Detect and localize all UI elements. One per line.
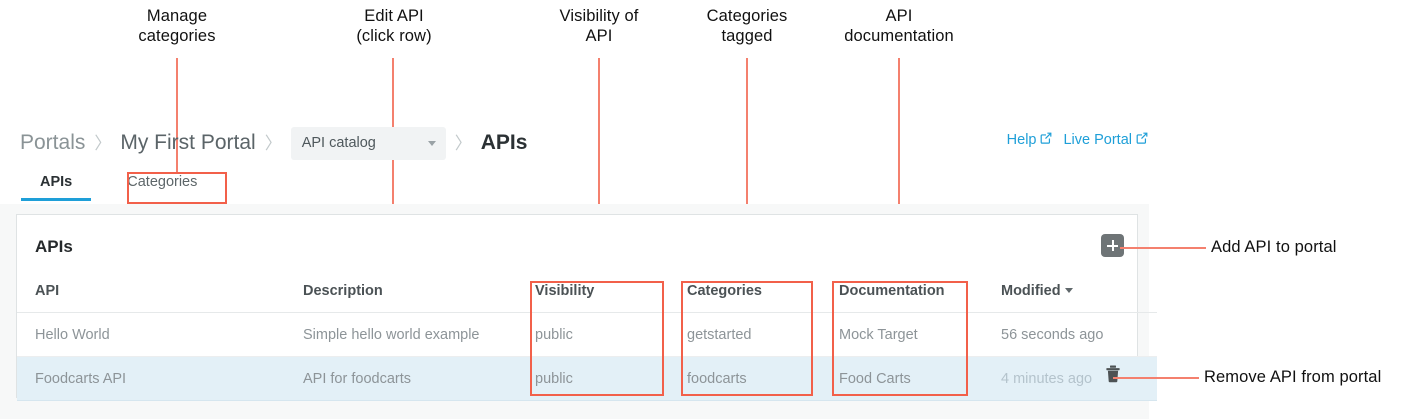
plus-icon [1107, 240, 1118, 251]
catalog-select[interactable]: API catalog [290, 126, 446, 160]
leader-line-remove-api [1113, 377, 1199, 379]
breadcrumb-separator-icon: 〉 [454, 133, 472, 153]
cell-api: Foodcarts API [17, 356, 303, 401]
live-portal-link-label: Live Portal [1063, 132, 1132, 148]
tab-bar: APIs Categories [0, 170, 1149, 205]
callout-add-api-to-portal: Add API to portal [1211, 238, 1337, 256]
cell-categories: getstarted [687, 312, 839, 357]
breadcrumb-separator-icon: 〉 [264, 133, 282, 153]
trash-icon [1106, 365, 1120, 383]
cell-documentation: Food Carts [839, 356, 1001, 401]
add-api-button[interactable] [1101, 234, 1124, 257]
callout-visibility-of-api: Visibility of API [559, 7, 639, 46]
tab-categories[interactable]: Categories [127, 174, 198, 190]
column-header-modified-label: Modified [1001, 283, 1061, 299]
cell-description: Simple hello world example [303, 312, 535, 357]
table-row[interactable]: Hello World Simple hello world example p… [17, 312, 1157, 357]
callout-remove-api-from-portal: Remove API from portal [1204, 368, 1382, 386]
table-header-row: API Description Visibility Categories Do… [17, 283, 1157, 313]
help-link[interactable]: Help [1007, 132, 1053, 148]
breadcrumb-item-apis: APIs [480, 131, 528, 154]
callout-edit-api: Edit API (click row) [356, 7, 432, 46]
cell-api: Hello World [17, 312, 303, 357]
column-header-categories[interactable]: Categories [687, 283, 839, 313]
apis-table: API Description Visibility Categories Do… [17, 283, 1157, 401]
cell-categories: foodcarts [687, 356, 839, 401]
cell-documentation: Mock Target [839, 312, 1001, 357]
cell-modified: 56 seconds ago [1001, 312, 1157, 357]
column-header-api[interactable]: API [17, 283, 303, 313]
apis-card: APIs API Description Visibility Categori… [16, 214, 1157, 401]
remove-api-button[interactable] [1105, 365, 1121, 383]
column-header-documentation[interactable]: Documentation [839, 283, 1001, 313]
cell-visibility: public [535, 312, 687, 357]
table-row[interactable]: Foodcarts API API for foodcarts public f… [17, 356, 1157, 401]
external-link-icon [1040, 132, 1052, 148]
breadcrumb-item-my-first-portal[interactable]: My First Portal [120, 131, 256, 154]
leader-line-categories [746, 58, 748, 281]
sort-descending-icon [1064, 288, 1073, 293]
leader-line-documentation [898, 58, 900, 281]
cell-description: API for foodcarts [303, 356, 535, 401]
breadcrumb-item-portals[interactable]: Portals [20, 131, 86, 154]
leader-line-manage-categories [176, 58, 178, 172]
callout-manage-categories: Manage categories [138, 7, 216, 46]
column-header-visibility[interactable]: Visibility [535, 283, 687, 313]
callout-categories-tagged: Categories tagged [706, 7, 788, 46]
leader-line-add-api [1120, 247, 1206, 249]
callout-api-documentation: API documentation [844, 7, 954, 46]
live-portal-link[interactable]: Live Portal [1063, 132, 1148, 148]
tab-apis[interactable]: APIs [20, 170, 92, 201]
column-header-modified[interactable]: Modified [1001, 283, 1157, 313]
column-header-description[interactable]: Description [303, 283, 535, 313]
breadcrumb-separator-icon: 〉 [94, 133, 112, 153]
leader-line-visibility [598, 58, 600, 281]
external-link-icon [1136, 132, 1148, 148]
cell-visibility: public [535, 356, 687, 401]
help-link-label: Help [1006, 132, 1037, 148]
breadcrumb: Portals 〉 My First Portal 〉 API catalog … [20, 126, 527, 160]
chevron-down-icon [427, 140, 436, 146]
catalog-select-value: API catalog [301, 135, 376, 151]
top-links: Help Live Portal [1007, 132, 1148, 148]
card-title: APIs [35, 237, 73, 256]
